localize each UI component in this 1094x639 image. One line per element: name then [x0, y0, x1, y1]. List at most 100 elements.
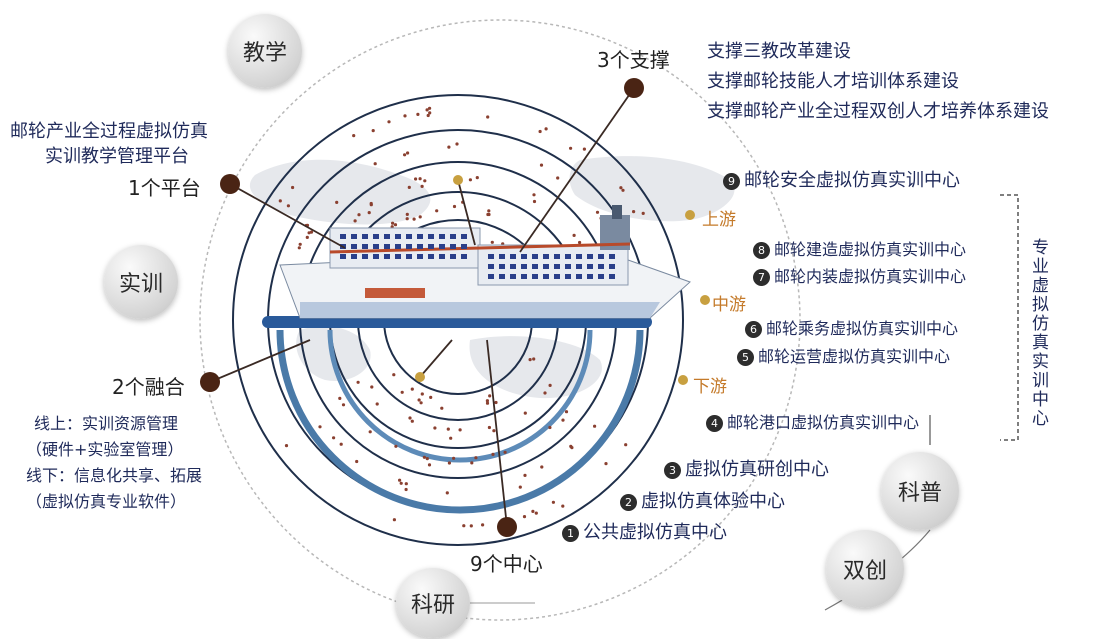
particle-dot: [469, 524, 473, 528]
particle-dot: [641, 211, 645, 215]
training-circle: 实训: [104, 245, 178, 319]
ship-window: [373, 244, 379, 249]
particle-dot: [394, 444, 398, 448]
particle-dot: [544, 127, 548, 131]
particle-dot: [593, 424, 597, 428]
ship-window: [532, 264, 538, 269]
particle-dot: [455, 142, 459, 146]
particle-dot: [422, 455, 426, 459]
supports-label: 3个支撑: [597, 48, 670, 72]
specialist-bracket: [1000, 194, 1019, 441]
particle-dot: [420, 184, 424, 188]
center-item-text: 虚拟仿真体验中心: [641, 491, 785, 512]
ship-window: [565, 274, 571, 279]
particle-dot: [417, 398, 421, 402]
midstream-label: 中游: [712, 295, 746, 315]
particle-dot: [278, 199, 282, 203]
ship-window: [499, 254, 505, 259]
particle-dot: [492, 429, 496, 433]
support-item-1: 支撑三教改革建设: [707, 41, 851, 62]
outer-orbit: [199, 19, 801, 621]
particle-dot: [572, 233, 576, 237]
ship-window: [461, 234, 467, 239]
particle-dot: [528, 358, 532, 362]
particle-dot: [485, 399, 489, 403]
platform-title-line2: 实训教学管理平台: [45, 146, 189, 167]
particle-dot: [486, 212, 490, 217]
platform-title-line1: 邮轮产业全过程虚拟仿真: [10, 121, 208, 142]
particle-dot: [407, 185, 411, 189]
research-label: 科研: [410, 593, 455, 618]
particle-dot: [548, 425, 552, 430]
particle-dot: [468, 178, 472, 182]
particle-dot: [624, 443, 628, 447]
ship-window: [439, 234, 445, 239]
particle-dot: [309, 230, 314, 234]
science-label: 科普: [897, 481, 942, 506]
ship-window: [587, 274, 593, 279]
small-nodes: [415, 175, 710, 385]
particle-dot: [440, 406, 444, 410]
particle-dot: [423, 179, 427, 183]
ship-window: [417, 254, 423, 259]
particle-dot: [353, 219, 357, 223]
particle-dot: [338, 396, 342, 400]
ship-window: [565, 264, 571, 269]
ship-window: [384, 234, 390, 239]
center-number-badge: 9: [723, 172, 740, 190]
ship-window: [395, 244, 401, 249]
ship-window: [598, 274, 604, 279]
particle-dot: [420, 392, 424, 396]
particle-dot: [425, 457, 429, 461]
support-item-2: 支撑邮轮技能人才培训体系建设: [707, 71, 959, 92]
ship-window: [609, 254, 615, 259]
particle-dot: [428, 111, 432, 115]
ship-window: [543, 264, 549, 269]
ship-window: [598, 264, 604, 269]
ship-window: [609, 264, 615, 269]
ship-window: [609, 274, 615, 279]
ship-window: [450, 254, 456, 259]
ship-window: [384, 244, 390, 249]
ship-window: [576, 254, 582, 259]
particle-dot: [543, 391, 547, 395]
ship-window: [362, 254, 368, 259]
ship-window: [576, 274, 582, 279]
particle-dot: [400, 390, 404, 394]
specialist-centers-label: 专业虚拟仿真实训中心: [1028, 238, 1048, 428]
connector-lines: [209, 87, 635, 528]
ship-window: [543, 274, 549, 279]
particle-dot: [540, 465, 544, 469]
particle-dot: [538, 129, 542, 134]
ship-window: [373, 254, 379, 259]
connector-nodes: [200, 78, 644, 537]
ship-window: [461, 254, 467, 259]
downstream-label: 下游: [693, 377, 727, 397]
particle-dot: [564, 410, 569, 414]
particle-dot: [427, 463, 432, 467]
ship-window: [428, 254, 434, 259]
particle-dot: [403, 153, 407, 157]
fusion-line-3: 线下：信息化共享、拓展: [26, 466, 203, 485]
center-item-text: 邮轮内装虚拟仿真实训中心: [774, 267, 967, 286]
particle-dot: [445, 491, 449, 495]
particle-dot: [619, 186, 623, 190]
particle-dot: [582, 147, 587, 151]
particle-dot: [408, 416, 412, 420]
ship-window: [521, 264, 527, 269]
particle-dot: [474, 456, 478, 460]
ship-window: [373, 234, 379, 239]
particle-dot: [487, 425, 491, 430]
ship-window: [488, 264, 494, 269]
particle-dot: [632, 210, 636, 214]
ship-window: [395, 234, 401, 239]
center-number-badge: 2: [620, 493, 637, 511]
ship-window: [461, 244, 467, 249]
particle-dot: [486, 115, 490, 119]
fusion-line-2: （硬件+实验室管理）: [26, 440, 184, 459]
